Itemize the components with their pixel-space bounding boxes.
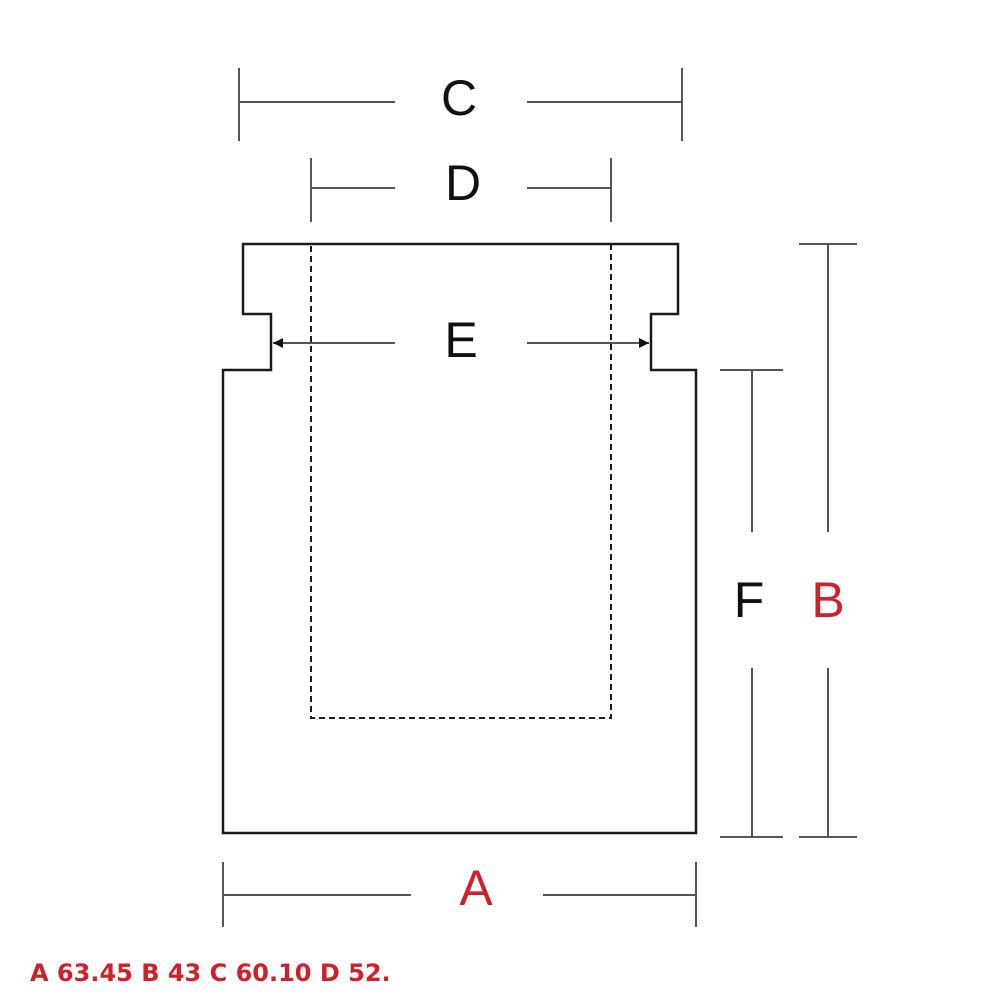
dimension-a [222,862,697,927]
dimension-f [720,369,783,838]
dimension-d [310,158,612,222]
dimension-c [238,68,683,141]
label-f: F [734,572,765,628]
label-d: D [445,155,481,211]
label-a: A [459,860,493,916]
label-b: B [811,572,844,628]
label-c: C [441,70,477,126]
label-e: E [444,312,477,368]
inner-cavity-outline [310,243,612,719]
dimension-values-caption: A 63.45 B 43 C 60.10 D 52.0 [30,959,390,987]
dimension-b [799,243,857,838]
part-outline [221,242,698,835]
